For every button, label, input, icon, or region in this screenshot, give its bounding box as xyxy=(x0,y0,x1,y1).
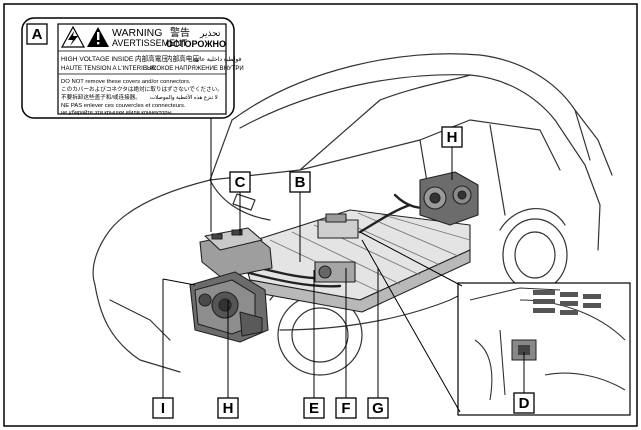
svg-text:E: E xyxy=(309,400,319,417)
callout-i: I xyxy=(152,397,174,419)
callout-b: B xyxy=(289,171,311,193)
callout-a: A xyxy=(26,23,48,45)
label-line-1: DO NOT remove these covers and/or connec… xyxy=(61,79,191,85)
label-warning-en: WARNING xyxy=(112,27,162,39)
lightning-hazard-icon xyxy=(60,25,86,48)
svg-text:A: A xyxy=(32,26,43,43)
label-hv-ru: ВЫСОКОЕ НАПРЯЖЕНИЕ ВНУТРИ xyxy=(143,66,244,72)
label-hv-fr: HAUTE TENSION A L'INTERIEUR xyxy=(61,65,156,72)
callout-g: G xyxy=(367,397,389,419)
warning-triangle-icon xyxy=(87,27,109,47)
label-hv-ar: فولطية داخلية عالية xyxy=(193,56,242,63)
front-power-unit xyxy=(189,227,356,343)
svg-text:D: D xyxy=(519,395,530,412)
label-line-4: NE PAS enlever ces couvercles et connect… xyxy=(61,103,186,109)
svg-text:C: C xyxy=(235,174,246,191)
callout-c: C xyxy=(229,171,251,193)
inset-service-plug xyxy=(457,282,631,416)
callout-h-bottom: H xyxy=(217,397,239,419)
svg-text:I: I xyxy=(161,400,165,417)
label-hv-zh: 内部高电压 xyxy=(166,54,199,63)
rear-motor-unit xyxy=(419,171,479,226)
label-warning-zh: 警告 xyxy=(170,26,190,39)
callout-f: F xyxy=(335,397,357,419)
callout-h-top: H xyxy=(441,126,463,148)
label-line-3: 不要拆卸这些盖子和/或连接器。 xyxy=(61,93,141,101)
label-line-5: не убирайте эти крышки и/или коннекторы. xyxy=(61,109,174,116)
callout-d: D xyxy=(513,392,535,414)
svg-text:H: H xyxy=(223,400,234,417)
svg-text:B: B xyxy=(295,174,306,191)
label-line-2: このカバーおよびコネクタは絶対に取りはずさないでください。 xyxy=(61,85,223,93)
warning-label-inset: WARNING AVERTISSEMENT 警告 تحذير ОСТОРОЖНО… xyxy=(21,17,244,119)
callout-e: E xyxy=(303,397,325,419)
leader-lines xyxy=(162,117,525,398)
svg-text:G: G xyxy=(372,400,384,417)
svg-text:F: F xyxy=(341,400,350,417)
label-warning-fr: AVERTISSEMENT xyxy=(112,38,188,48)
label-line-3-ar: لا تنزع هذه الأغطية والموصلات xyxy=(150,93,218,101)
label-hv-en: HIGH VOLTAGE INSIDE xyxy=(61,56,134,63)
svg-text:H: H xyxy=(447,129,458,146)
label-hv-ja: 内部高電圧 xyxy=(135,54,168,63)
label-warning-ru: ОСТОРОЖНО xyxy=(166,39,226,49)
label-warning-ar: تحذير xyxy=(199,28,221,39)
